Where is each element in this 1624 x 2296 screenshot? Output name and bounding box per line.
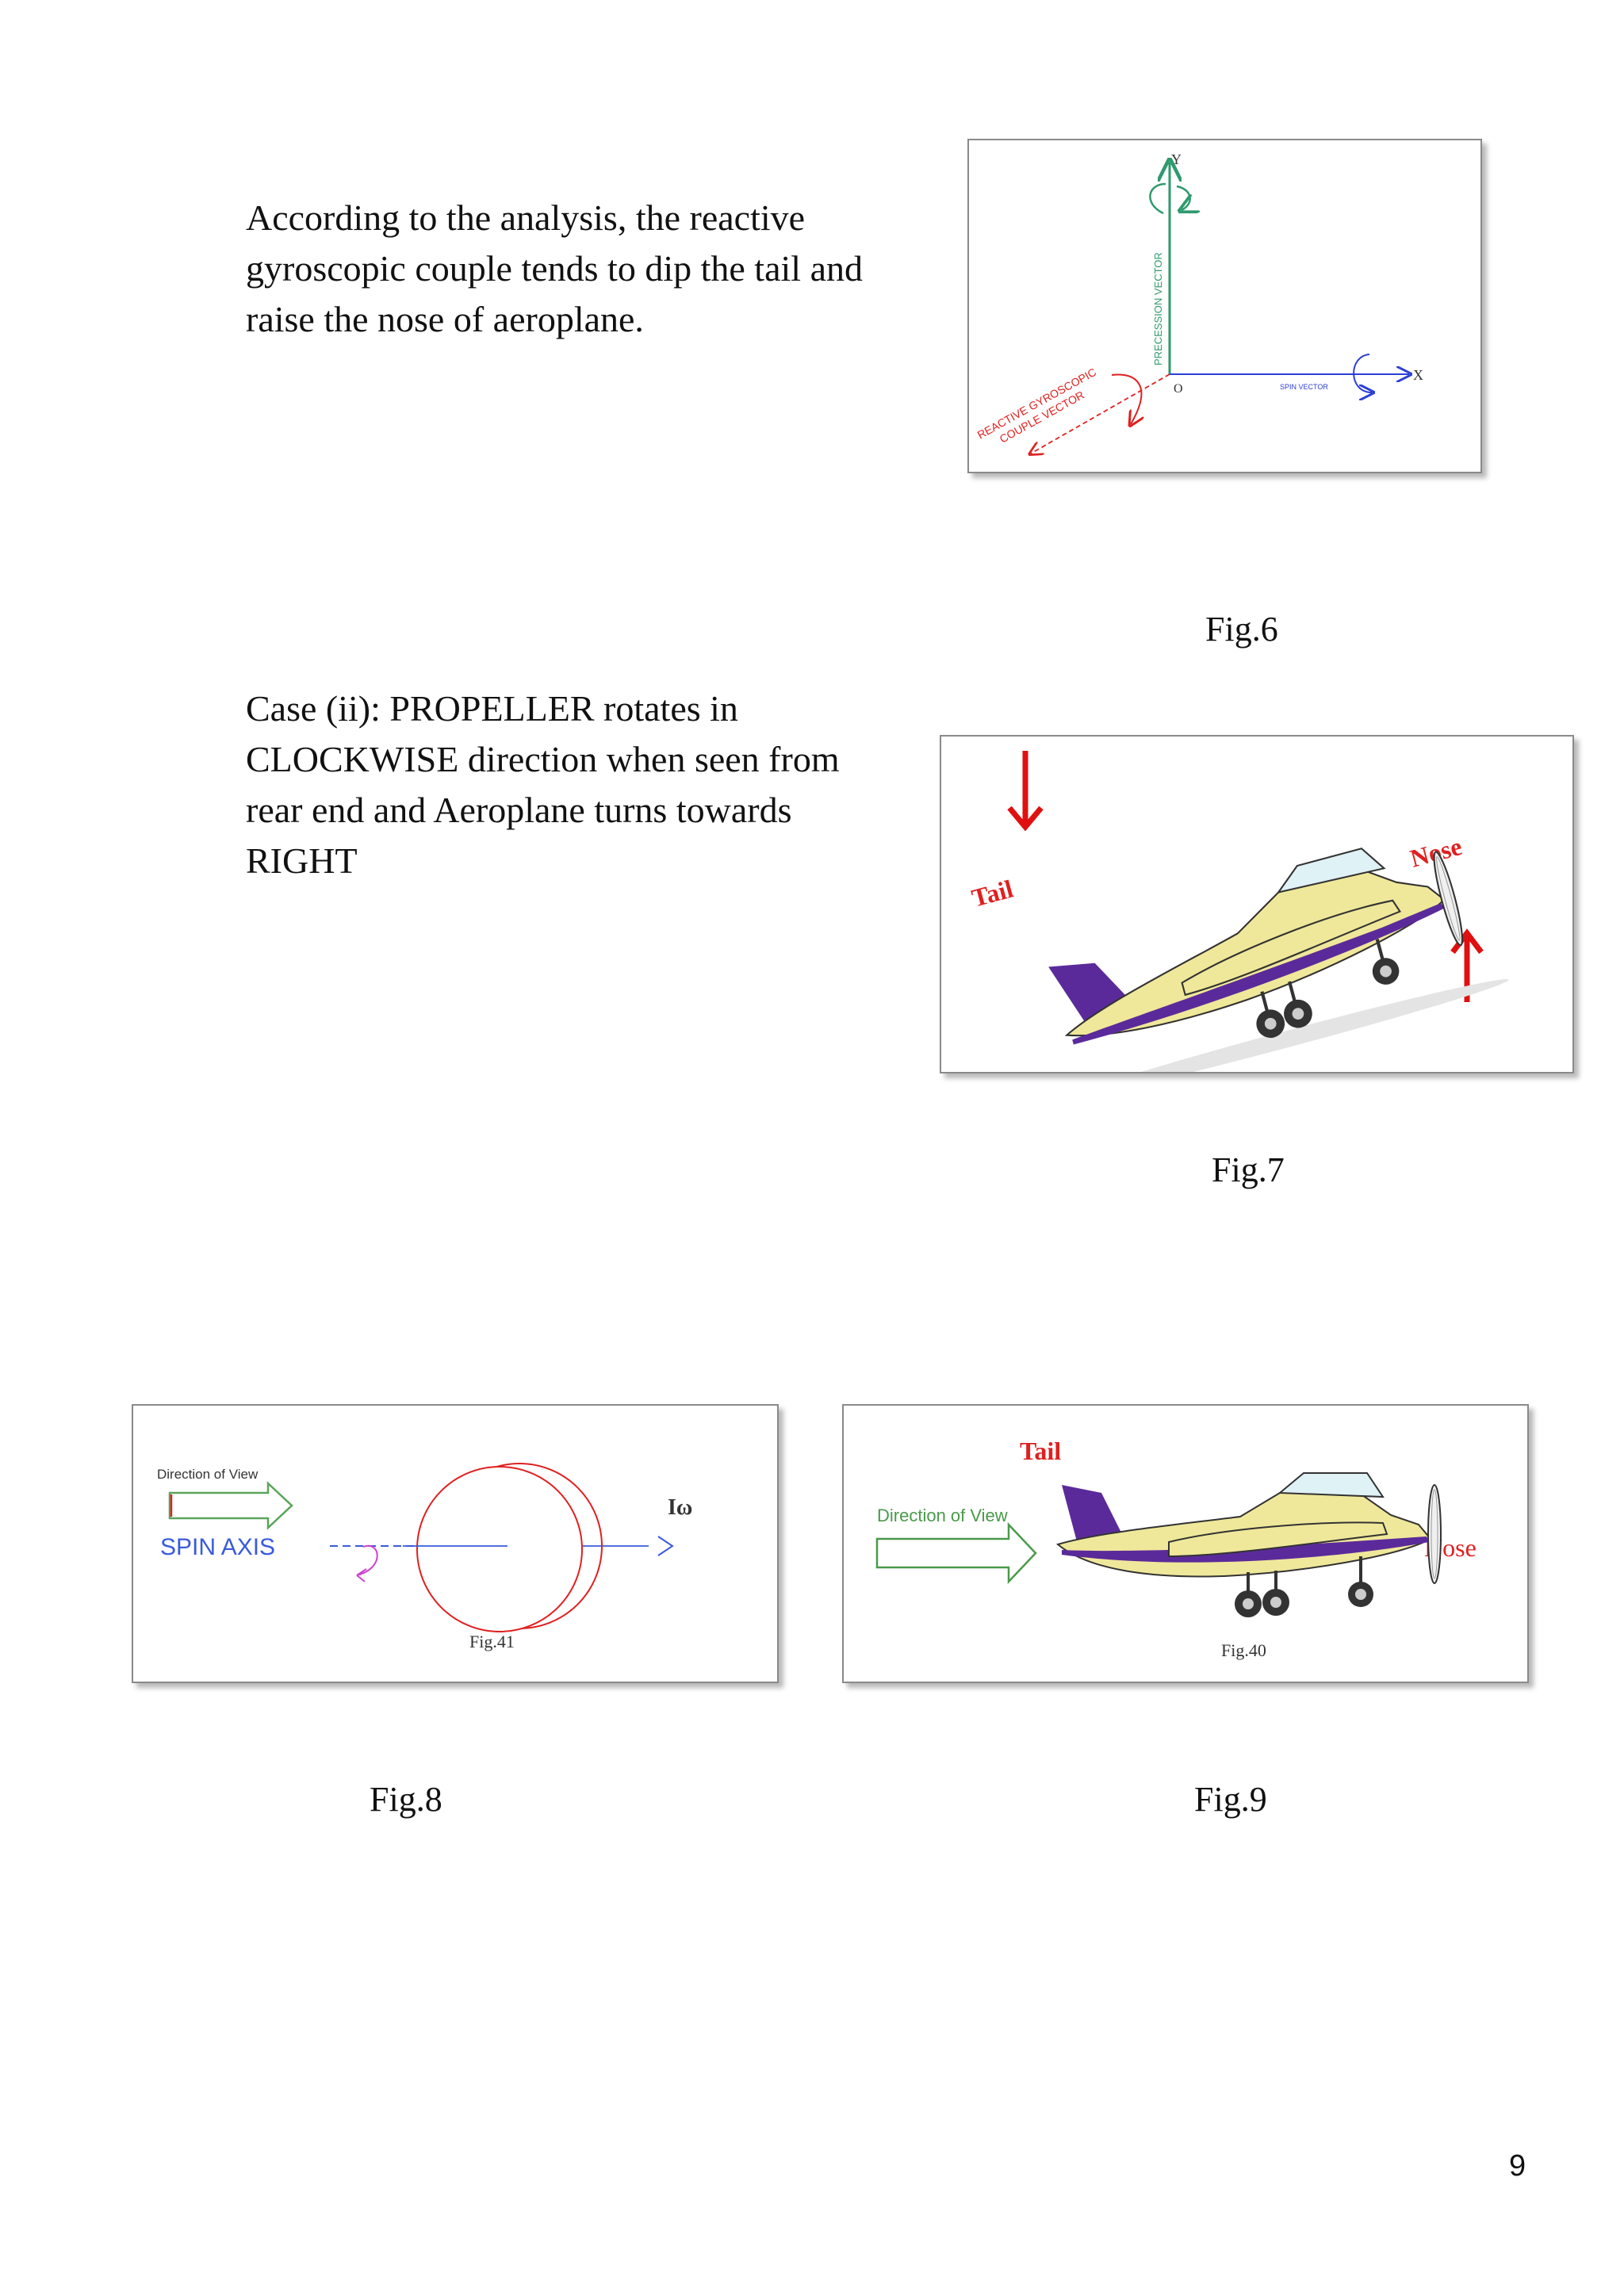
- direction-of-view-arrow-icon: [875, 1521, 1037, 1585]
- reactive-couple-vector: [1031, 373, 1170, 453]
- tail-down-arrow-icon: [1007, 751, 1044, 832]
- page-number: 9: [1509, 2149, 1526, 2183]
- tail-label: Tail: [1020, 1437, 1061, 1465]
- figure-6-diagram: Y PRECESSION VECTOR X SPIN VECTOR O REAC…: [975, 151, 1423, 472]
- i-omega-label: Iω: [668, 1495, 692, 1520]
- rotor-disc-front: [416, 1466, 583, 1632]
- spin-axis-label: SPIN AXIS: [160, 1534, 275, 1560]
- paragraph-1-line-1: According to the analysis, the reactive: [246, 197, 806, 238]
- figure-6: Y PRECESSION VECTOR X SPIN VECTOR O REAC…: [967, 139, 1482, 473]
- precession-rotation-icon: [1149, 182, 1189, 213]
- figure-7: Tail Nose: [940, 735, 1574, 1073]
- figure-9: Tail Direction of View Nose Fig.40: [842, 1404, 1529, 1683]
- direction-of-view-label: Direction of View: [877, 1506, 1008, 1525]
- fig9-inner-caption: Fig.40: [1221, 1640, 1266, 1660]
- origin-label: O: [1174, 382, 1183, 396]
- precession-vector-label: PRECESSION VECTOR: [1152, 252, 1164, 365]
- figure-7-caption: Fig.7: [1212, 1150, 1285, 1189]
- paragraph-2-line-3: rear end and Aeroplane turns towards: [246, 790, 792, 830]
- x-axis-label: X: [1413, 367, 1423, 383]
- figure-6-caption: Fig.6: [1205, 610, 1278, 649]
- direction-of-view-label: Direction of View: [157, 1467, 259, 1482]
- paragraph-2: Case (ii): PROPELLER rotates in CLOCKWIS…: [246, 683, 840, 886]
- direction-of-view-arrow-icon: [168, 1481, 293, 1530]
- figure-8-diagram: Direction of View SPIN AXIS Iω Fig.41: [157, 1463, 692, 1651]
- figure-7-diagram: Tail Nose: [968, 751, 1509, 1072]
- reactive-label-line-1: REACTIVE GYROSCOPIC: [975, 365, 1098, 442]
- figure-9-diagram: Tail Direction of View Nose Fig.40: [875, 1437, 1477, 1660]
- rotation-arrow-icon: [356, 1544, 378, 1582]
- paragraph-2-line-2: CLOCKWISE direction when seen from: [246, 739, 840, 779]
- figure-8-caption: Fig.8: [370, 1780, 442, 1819]
- paragraph-1-line-2: gyroscopic couple tends to dip the tail …: [246, 248, 863, 289]
- reactive-rotation-icon: [1111, 373, 1141, 424]
- paragraph-1: According to the analysis, the reactive …: [246, 193, 863, 345]
- spin-vector-label: SPIN VECTOR: [1280, 383, 1328, 391]
- aeroplane-level-icon: [1055, 1472, 1442, 1617]
- paragraph-2-line-4: RIGHT: [246, 840, 358, 881]
- aeroplane-nose-up-icon: [1048, 848, 1509, 1072]
- figure-9-caption: Fig.9: [1194, 1780, 1267, 1819]
- spin-rotation-icon: [1353, 354, 1372, 392]
- fig8-inner-caption: Fig.41: [469, 1632, 515, 1651]
- y-axis-label: Y: [1171, 151, 1182, 167]
- tail-label: Tail: [968, 874, 1016, 912]
- figure-8: Direction of View SPIN AXIS Iω Fig.41: [132, 1404, 779, 1683]
- paragraph-1-line-3: raise the nose of aeroplane.: [246, 299, 644, 339]
- paragraph-2-line-1: Case (ii): PROPELLER rotates in: [246, 688, 738, 729]
